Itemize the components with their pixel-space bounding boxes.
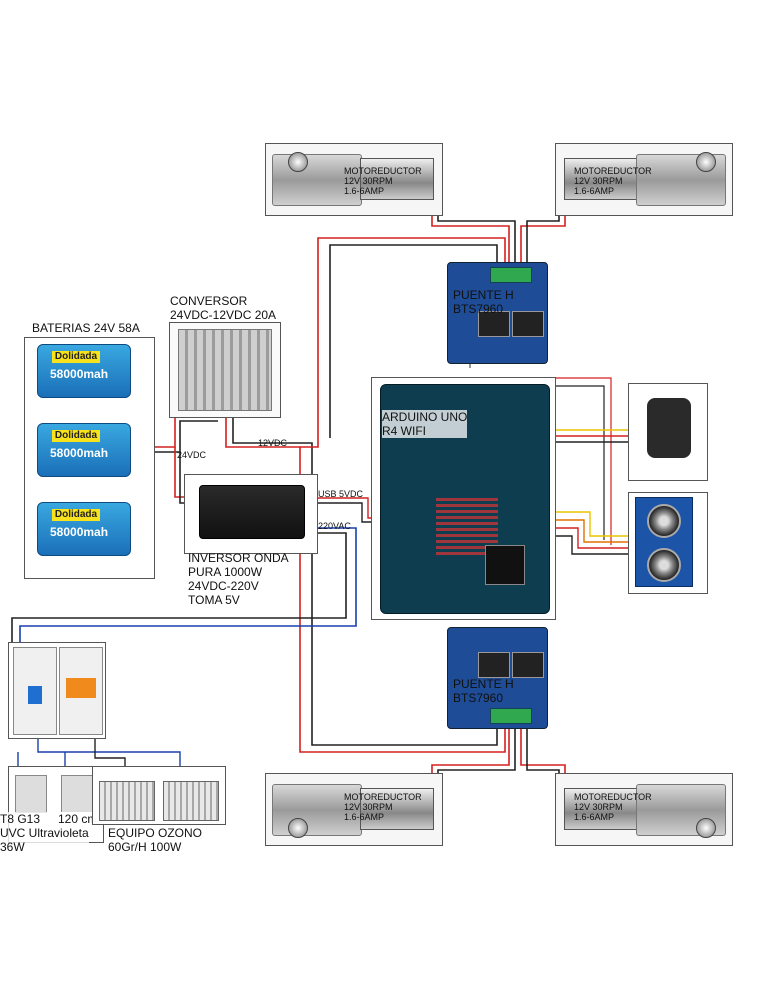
battery-capacity: 58000mah bbox=[50, 525, 109, 539]
transducer-icon bbox=[647, 504, 681, 538]
breaker-toggle bbox=[66, 678, 96, 698]
gearbox bbox=[272, 784, 362, 836]
terminal-block bbox=[490, 267, 532, 283]
inverter-body bbox=[199, 485, 305, 539]
motor-top-right: MOTOREDUCTOR 12V 30RPM 1.6-6AMP bbox=[555, 143, 733, 216]
driver-chip bbox=[512, 311, 544, 337]
wire-12v-bus-red bbox=[225, 416, 506, 753]
ozone-generator bbox=[99, 781, 155, 821]
shaft-icon bbox=[288, 818, 308, 838]
wire-label-24v: 24VDC bbox=[177, 450, 207, 460]
motor-label: MOTOREDUCTOR 12V 30RPM 1.6-6AMP bbox=[574, 792, 652, 822]
ozone-generator bbox=[163, 781, 219, 821]
wire-label-220vac: 220VAC bbox=[318, 521, 351, 531]
battery-pack: Dolidada 58000mah Dolidada 58000mah Doli… bbox=[24, 337, 155, 579]
shaft-icon bbox=[696, 152, 716, 172]
terminal-block bbox=[490, 708, 532, 724]
motor-bottom-right: MOTOREDUCTOR 12V 30RPM 1.6-6AMP bbox=[555, 773, 733, 846]
converter bbox=[169, 322, 281, 418]
ultrasonic-sensor bbox=[635, 497, 693, 587]
inverter-label: INVERSOR ONDA PURA 1000W 24VDC-220V TOMA… bbox=[188, 551, 289, 607]
breaker-rcd bbox=[13, 647, 57, 735]
motor-can bbox=[564, 158, 638, 200]
servo-icon bbox=[647, 398, 691, 458]
gearbox bbox=[272, 154, 362, 206]
wire-batt-24v-black bbox=[150, 420, 218, 453]
battery-cell: Dolidada 58000mah bbox=[37, 344, 131, 398]
wire-label-usb: USB 5VDC bbox=[318, 489, 364, 499]
wire-ultra-black bbox=[550, 535, 630, 555]
hbridge-bottom bbox=[447, 627, 548, 729]
wire-ac-dist-black bbox=[94, 735, 126, 768]
motor-label: MOTOREDUCTOR 12V 30RPM 1.6-6AMP bbox=[344, 166, 422, 196]
battery-brand: Dolidada bbox=[52, 509, 100, 521]
ultrasonic-frame bbox=[628, 492, 708, 594]
motor-can bbox=[360, 158, 434, 200]
wire-ultra-red bbox=[550, 527, 630, 549]
wire-220vac-black bbox=[11, 532, 347, 650]
wire-ultra-orange bbox=[550, 519, 630, 543]
wire-hb1-12v-red bbox=[317, 237, 506, 433]
mcu-chip bbox=[485, 545, 525, 585]
shaft-icon bbox=[696, 818, 716, 838]
wire-12v-bus-black bbox=[232, 416, 498, 746]
battery-cell: Dolidada 58000mah bbox=[37, 502, 131, 556]
wire-ultra-yellow bbox=[550, 511, 630, 537]
wire-hb1-gnd-black bbox=[329, 244, 498, 438]
batteries-label: BATERIAS 24V 58A bbox=[32, 321, 140, 335]
breaker-toggle bbox=[28, 686, 42, 704]
motor-can bbox=[360, 788, 434, 830]
hbridge-bottom-label: PUENTE H BTS7960 bbox=[453, 677, 514, 705]
wire-motor-tl-black bbox=[437, 190, 516, 268]
converter-label: CONVERSOR 24VDC-12VDC 20A bbox=[170, 294, 277, 322]
motor-top-left: MOTOREDUCTOR 12V 30RPM 1.6-6AMP bbox=[265, 143, 443, 216]
wire-12v-to-top bbox=[300, 433, 319, 448]
driver-chip bbox=[478, 311, 510, 337]
wire-220vac-blue bbox=[19, 527, 357, 650]
wire-motor-bl-black bbox=[437, 722, 516, 795]
wire-ac-dist-blue bbox=[37, 735, 181, 768]
wire-label-12v: 12VDC bbox=[258, 438, 288, 448]
ozone-units bbox=[92, 766, 226, 825]
shaft-icon bbox=[288, 152, 308, 172]
transducer-icon bbox=[647, 548, 681, 582]
battery-capacity: 58000mah bbox=[50, 367, 109, 381]
breaker-mcb bbox=[59, 647, 103, 735]
inverter bbox=[184, 474, 318, 554]
lamp-holder bbox=[61, 775, 93, 813]
hbridge-top bbox=[447, 262, 548, 364]
breaker-panel bbox=[8, 642, 106, 739]
hbridge-top-label: PUENTE H BTS7960 bbox=[453, 288, 514, 316]
battery-brand: Dolidada bbox=[52, 351, 100, 363]
arduino-label: ARDUINO UNO R4 WIFI bbox=[382, 410, 468, 438]
heatsink bbox=[178, 329, 272, 411]
servo-frame bbox=[628, 383, 708, 481]
battery-capacity: 58000mah bbox=[50, 446, 109, 460]
ozone-label: EQUIPO OZONO 60Gr/H 100W bbox=[108, 826, 203, 854]
motor-label: MOTOREDUCTOR 12V 30RPM 1.6-6AMP bbox=[344, 792, 422, 822]
driver-chip bbox=[478, 652, 510, 678]
driver-chip bbox=[512, 652, 544, 678]
motor-label: MOTOREDUCTOR 12V 30RPM 1.6-6AMP bbox=[574, 166, 652, 196]
lamp-holder bbox=[15, 775, 47, 813]
motor-bottom-left: MOTOREDUCTOR 12V 30RPM 1.6-6AMP bbox=[265, 773, 443, 846]
battery-brand: Dolidada bbox=[52, 430, 100, 442]
battery-cell: Dolidada 58000mah bbox=[37, 423, 131, 477]
